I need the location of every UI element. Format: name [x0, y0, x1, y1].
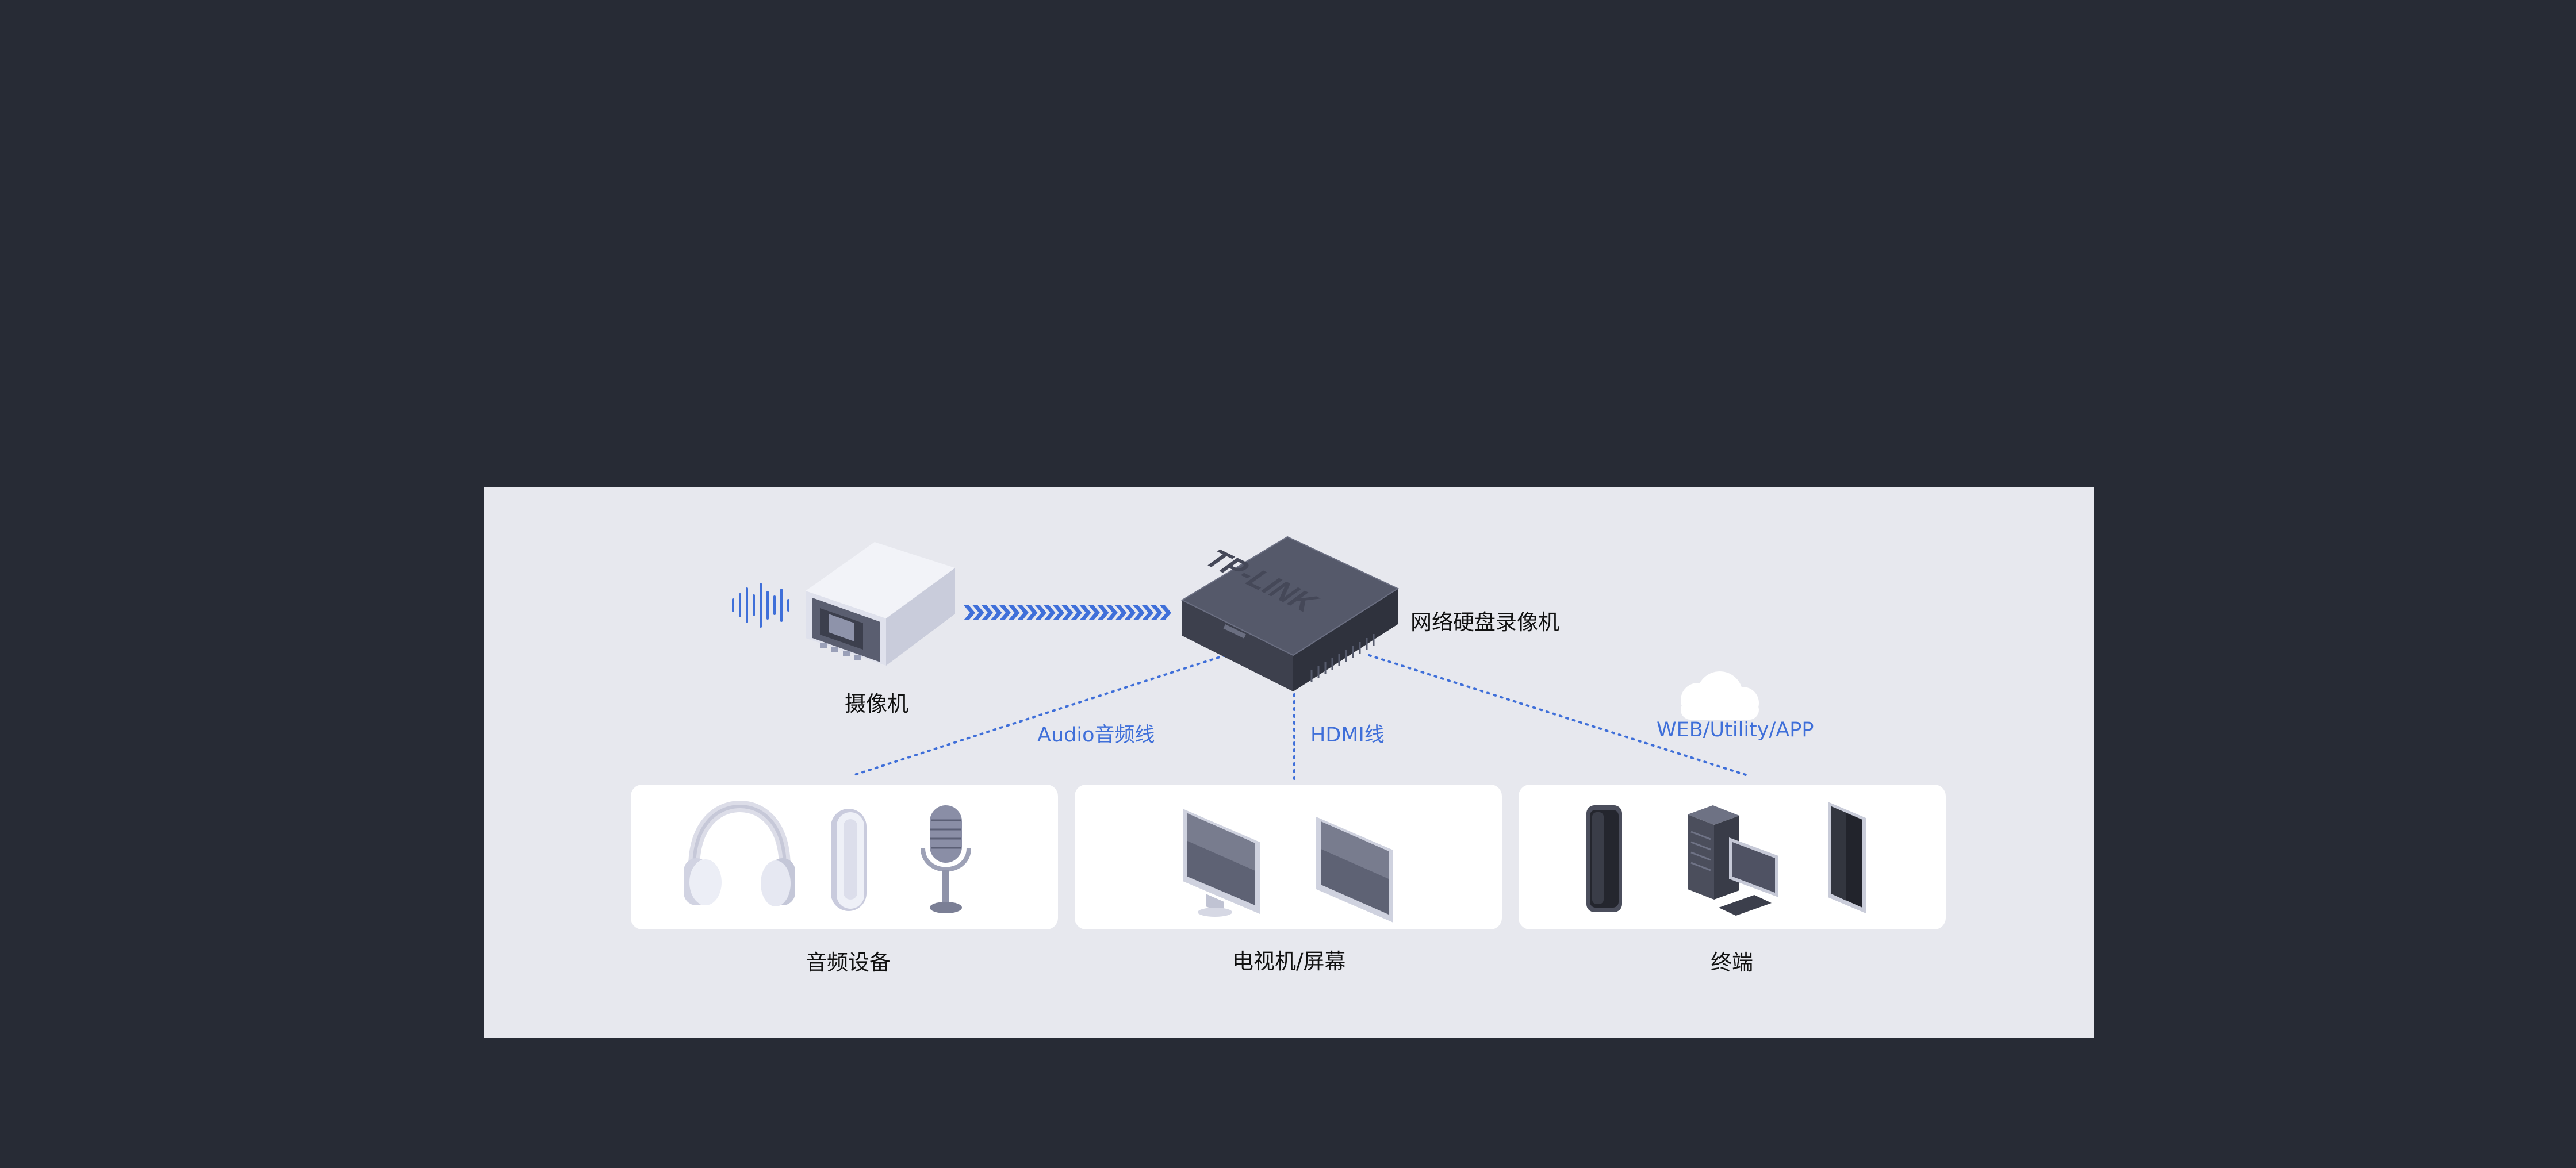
microphone-icon [921, 805, 971, 913]
terminals-label: 终端 [1711, 950, 1753, 975]
arrow-chevron [1151, 605, 1163, 620]
desktop-computer-icon [1688, 805, 1778, 916]
audio-connection-line [853, 654, 1226, 776]
hdmi-link-label: HDMI线 [1310, 724, 1385, 747]
arrow-chevron [1115, 605, 1127, 620]
arrow-chevron [972, 605, 984, 620]
arrow-chevron [1071, 605, 1082, 620]
arrow-chevron [964, 605, 975, 620]
audio-devices-card [631, 785, 1058, 929]
arrow-chevron [1017, 605, 1029, 620]
displays-card [1075, 785, 1502, 929]
diagram-panel: TP-LINK 摄像机 网络硬盘录像机 Audio音频线 HDMI线 WEB/U… [484, 487, 2094, 1038]
arrow-chevron [1088, 605, 1100, 620]
arrow-chevron [999, 605, 1011, 620]
sound-wave-icon [732, 583, 789, 628]
arrow-chevron [1124, 605, 1136, 620]
nvr-label: 网络硬盘录像机 [1410, 610, 1559, 635]
camera-icon [806, 542, 955, 666]
connection-lines [853, 605, 1747, 781]
smartphone-icon [1586, 805, 1622, 912]
arrow-chevron [1142, 605, 1153, 620]
audio-link-label: Audio音频线 [1037, 724, 1155, 747]
arrow-chevron [1106, 605, 1118, 620]
arrow-chevron [982, 605, 993, 620]
audio-devices-label: 音频设备 [806, 950, 891, 975]
displays-label: 电视机/屏幕 [1232, 949, 1346, 974]
data-flow-arrows [964, 605, 1171, 620]
monitor-icon [1316, 817, 1393, 923]
camera-label: 摄像机 [845, 691, 908, 716]
arrow-chevron [1079, 605, 1091, 620]
arrow-chevron [990, 605, 1002, 620]
terminals-card [1519, 785, 1946, 929]
web-link-label: WEB/Utility/APP [1657, 719, 1814, 741]
arrow-chevron [1008, 605, 1020, 620]
monitor-icon [1183, 809, 1260, 917]
arrow-chevron [1133, 605, 1145, 620]
speaker-icon [831, 809, 867, 911]
tablet-icon [1828, 802, 1866, 913]
headphones-icon [684, 800, 795, 906]
arrow-chevron [1061, 605, 1074, 620]
arrow-chevron [1160, 605, 1171, 620]
arrow-chevron [1044, 605, 1056, 620]
arrow-chevron [1053, 605, 1064, 620]
arrow-chevron [1035, 605, 1046, 620]
arrow-chevron [1026, 605, 1038, 620]
arrow-chevron [1097, 605, 1109, 620]
nvr-device-icon: TP-LINK [1180, 536, 1400, 691]
cloud-icon [1681, 671, 1759, 720]
